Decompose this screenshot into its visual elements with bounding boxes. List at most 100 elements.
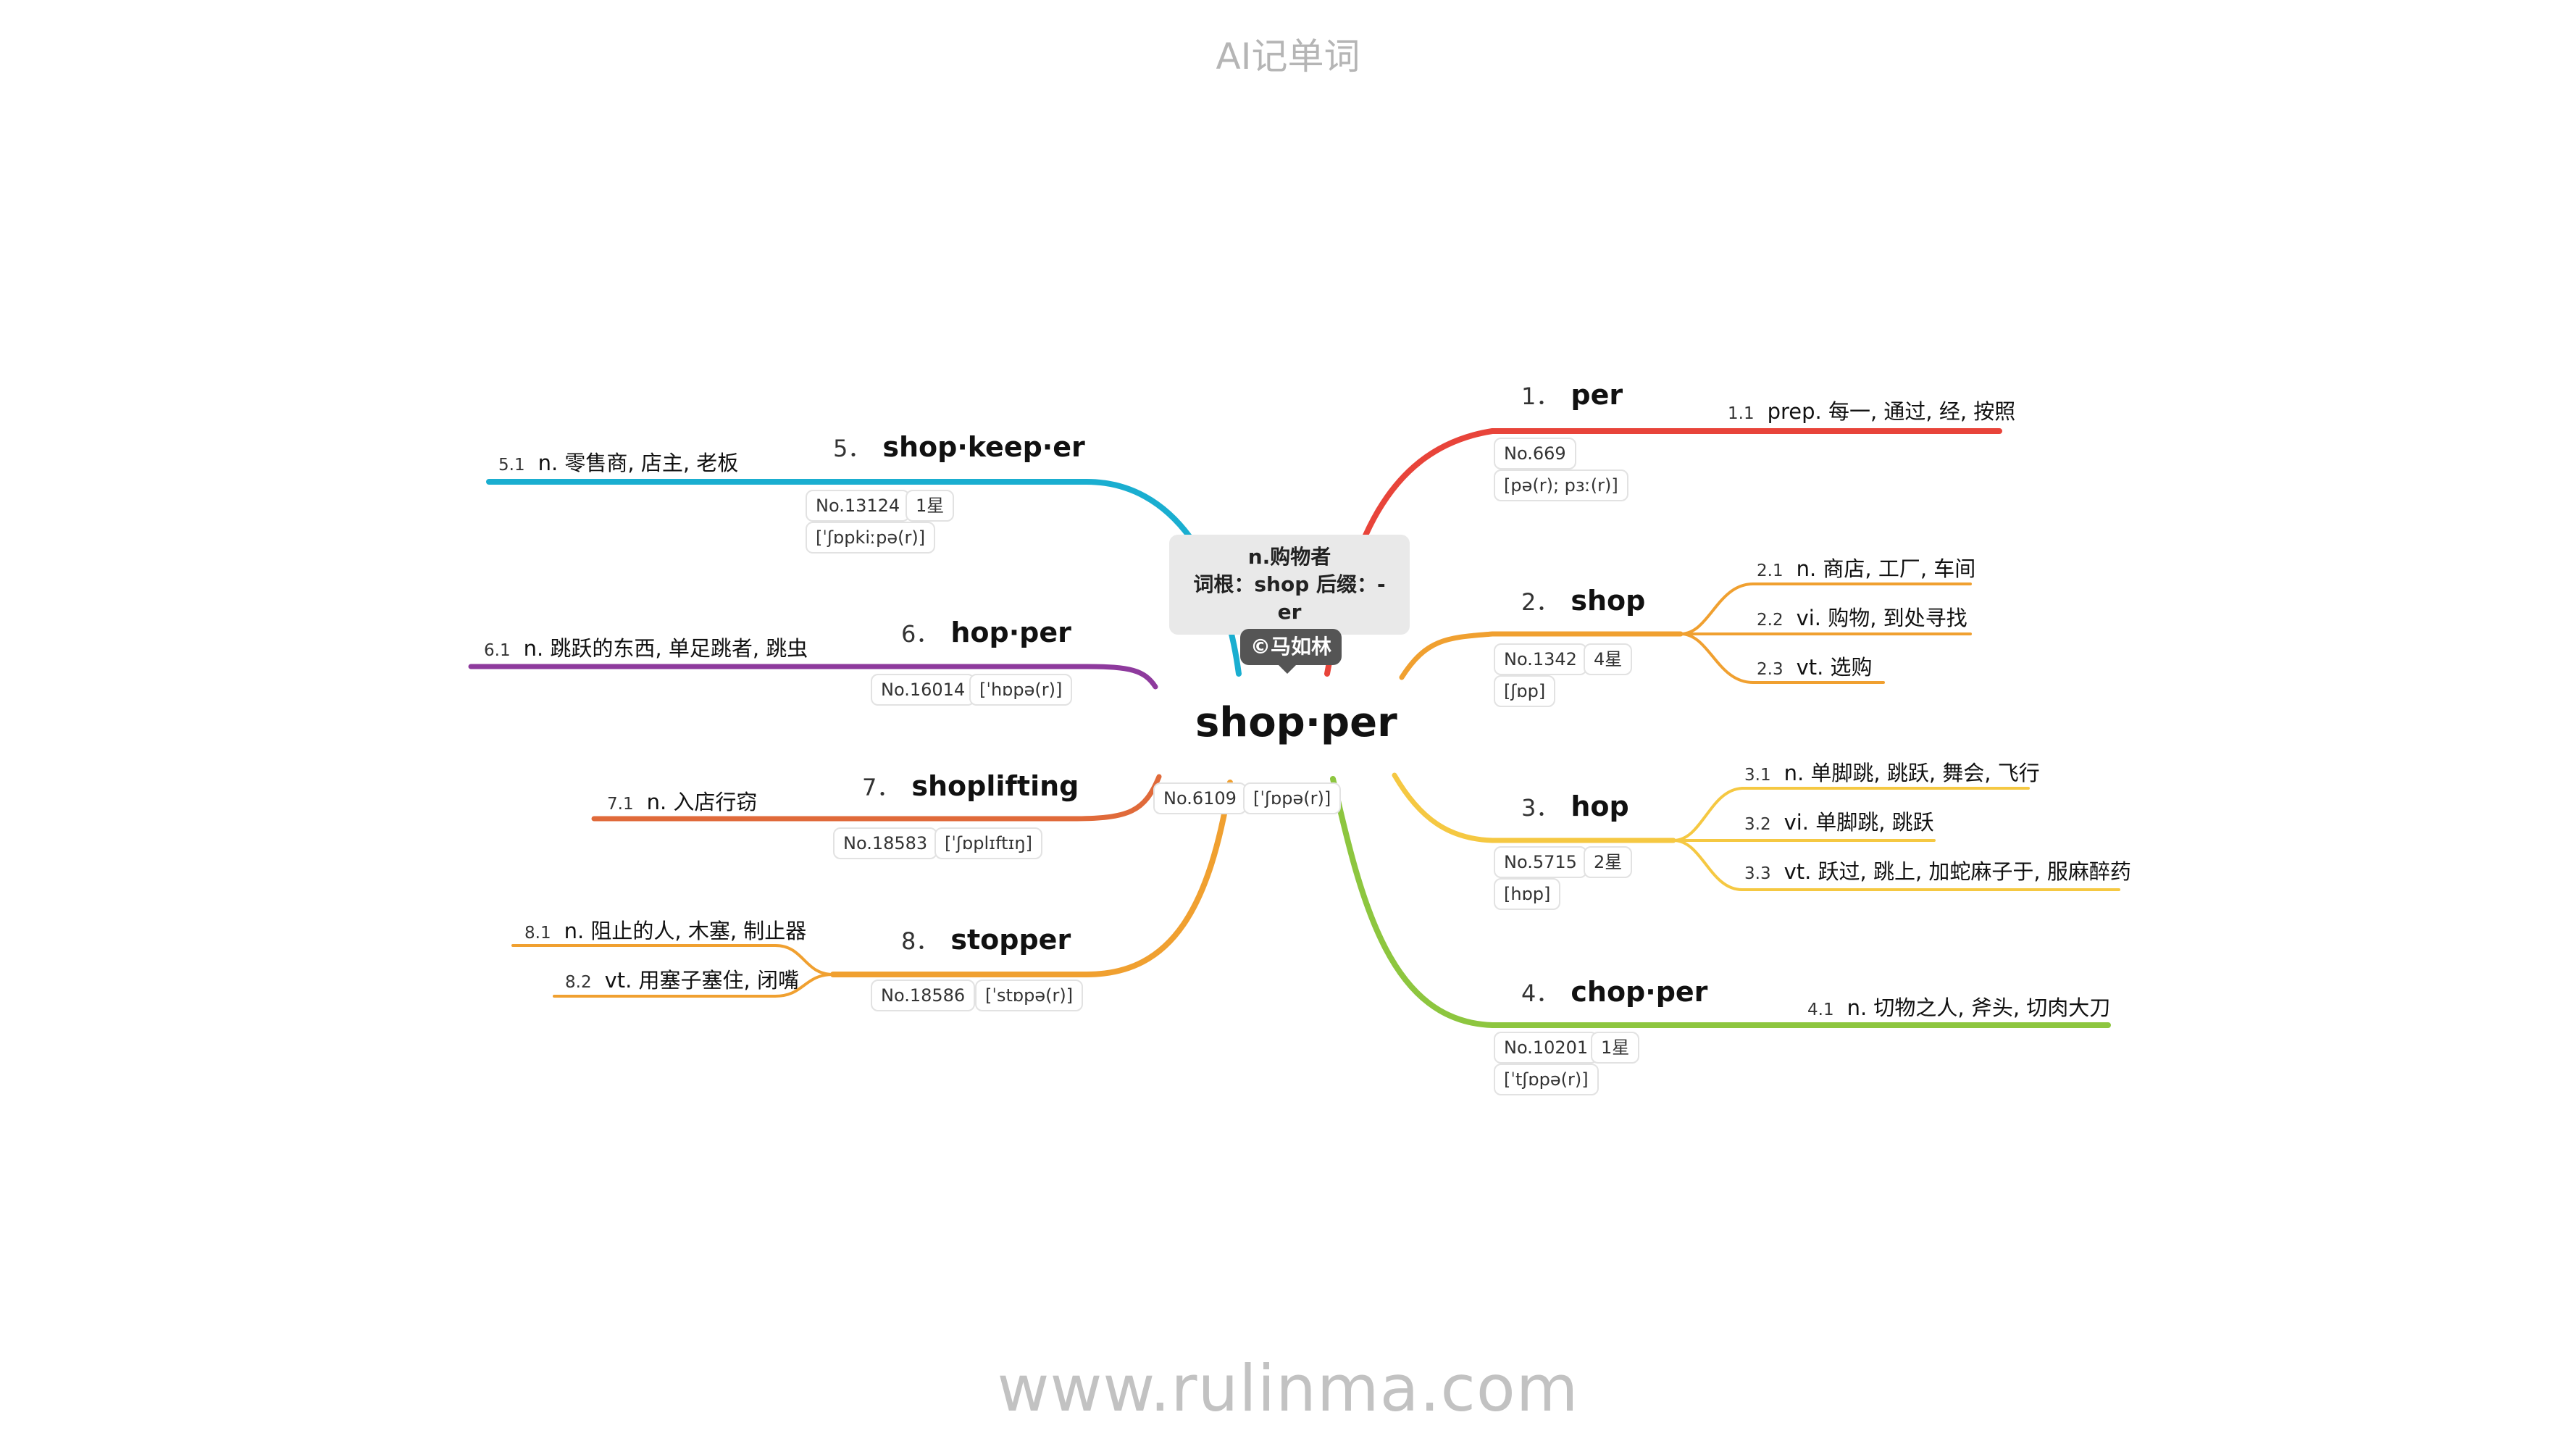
branch-2-def-1-number: 2.1 bbox=[1757, 561, 1783, 580]
branch-2-def-2-text: vi. 购物, 到处寻找 bbox=[1796, 606, 1967, 630]
branch-3-number-tag: No.5715 bbox=[1494, 846, 1587, 878]
branch-3-ipa-tag: [hɒp] bbox=[1494, 878, 1561, 910]
branch-8-word[interactable]: 8． stopper bbox=[901, 923, 1071, 956]
branch-4-word-text: chop·per bbox=[1571, 976, 1708, 1008]
center-ipa-tag: [ˈʃɒpə(r)] bbox=[1243, 782, 1342, 814]
branch-8-def-1-number: 8.1 bbox=[524, 924, 551, 943]
branch-2-def-1-text: n. 商店, 工厂, 车间 bbox=[1796, 556, 1976, 581]
branch-3-def-2-text: vi. 单脚跳, 跳跃 bbox=[1783, 810, 1934, 835]
branch-3-def-1-link bbox=[1672, 787, 2030, 842]
branch-6-number-tag: No.16014 bbox=[871, 674, 976, 706]
branch-7-number-tag: No.18583 bbox=[833, 827, 938, 859]
root-info-box: n.购物者 词根：shop 后缀：-er bbox=[1169, 535, 1410, 635]
branch-3-def-1-number: 3.1 bbox=[1744, 766, 1771, 785]
branch-1-def-1-text: prep. 每一, 通过, 经, 按照 bbox=[1767, 399, 2016, 424]
branch-3-def-3: 3.3 vt. 跃过, 跳上, 加蛇麻子于, 服麻醉药 bbox=[1744, 855, 2131, 885]
branch-1-def-1: 1.1 prep. 每一, 通过, 经, 按照 bbox=[1728, 395, 2015, 425]
branch-5-def-1: 5.1 n. 零售商, 店主, 老板 bbox=[498, 446, 738, 477]
branch-2-number-tag: No.1342 bbox=[1494, 643, 1587, 675]
branch-8-link bbox=[830, 780, 1233, 977]
branch-4-def-1: 4.1 n. 切物之人, 斧头, 切肉大刀 bbox=[1807, 991, 2110, 1022]
page-title: AI记单词 bbox=[1216, 36, 1360, 78]
branch-4-word[interactable]: 4． chop·per bbox=[1521, 975, 1707, 1009]
branch-5-word-text: shop·keep·er bbox=[882, 431, 1085, 463]
branch-7-ipa-tag: [ˈʃɒplɪftɪŋ] bbox=[934, 827, 1043, 859]
branch-5-star-tag: 1星 bbox=[906, 490, 955, 522]
branch-7-word-text: shoplifting bbox=[911, 770, 1079, 802]
branch-4-number: 4． bbox=[1521, 980, 1560, 1007]
branch-8-def-1-text: n. 阻止的人, 木塞, 制止器 bbox=[564, 919, 807, 943]
footer-website: www.rulinma.com bbox=[997, 1351, 1579, 1426]
branch-5-def-1-text: n. 零售商, 店主, 老板 bbox=[538, 451, 739, 475]
author-badge: ©马如林 bbox=[1240, 629, 1342, 665]
branch-6-def-1-text: n. 跳跃的东西, 单足跳者, 跳虫 bbox=[523, 636, 808, 661]
branch-5-number: 5． bbox=[833, 435, 871, 462]
branch-8-number: 8． bbox=[901, 927, 940, 955]
branch-7-number: 7． bbox=[862, 774, 900, 801]
branch-7-def-1-number: 7.1 bbox=[607, 795, 634, 814]
center-word: shop·per bbox=[1195, 699, 1397, 746]
branch-3-link bbox=[1392, 772, 1676, 843]
branch-1-number: 1． bbox=[1521, 383, 1560, 410]
center-number-tag: No.6109 bbox=[1153, 782, 1247, 814]
branch-8-word-text: stopper bbox=[950, 924, 1071, 956]
branch-3-word[interactable]: 3． hop bbox=[1521, 790, 1629, 823]
branch-3-def-1: 3.1 n. 单脚跳, 跳跃, 舞会, 飞行 bbox=[1744, 756, 2040, 787]
branch-2-number: 2． bbox=[1521, 588, 1560, 616]
branch-6-word[interactable]: 6． hop·per bbox=[901, 616, 1071, 649]
branch-5-def-1-number: 5.1 bbox=[498, 456, 525, 475]
branch-3-def-1-text: n. 单脚跳, 跳跃, 舞会, 飞行 bbox=[1783, 761, 2040, 785]
branch-3-def-2-number: 3.2 bbox=[1744, 815, 1771, 834]
branch-1-def-1-number: 1.1 bbox=[1728, 404, 1755, 423]
branch-5-ipa-tag: [ˈʃɒpkiːpə(r)] bbox=[806, 522, 936, 554]
branch-4-def-1-text: n. 切物之人, 斧头, 切肉大刀 bbox=[1847, 995, 2111, 1020]
branch-8-def-2-number: 8.2 bbox=[565, 973, 592, 992]
branch-8-def-1-link bbox=[511, 944, 835, 976]
branch-2-def-1: 2.1 n. 商店, 工厂, 车间 bbox=[1757, 552, 1975, 582]
branch-8-ipa-tag: [ˈstɒpə(r)] bbox=[975, 980, 1084, 1011]
branch-6-def-1: 6.1 n. 跳跃的东西, 单足跳者, 跳虫 bbox=[484, 632, 808, 662]
branch-1-word[interactable]: 1． per bbox=[1521, 378, 1623, 412]
author-badge-pointer bbox=[1279, 665, 1296, 674]
branch-6-number: 6． bbox=[901, 620, 940, 648]
branch-6-link bbox=[468, 664, 1158, 690]
branch-2-def-3-link bbox=[1679, 632, 1885, 684]
branch-2-star-tag: 4星 bbox=[1584, 643, 1633, 675]
branch-7-word[interactable]: 7． shoplifting bbox=[862, 769, 1079, 803]
branch-3-def-3-link bbox=[1672, 839, 2120, 891]
branch-2-def-2-number: 2.2 bbox=[1757, 611, 1783, 630]
branch-6-ipa-tag: [ˈhɒpə(r)] bbox=[969, 674, 1073, 706]
branch-8-def-2-link bbox=[553, 973, 835, 998]
branch-4-star-tag: 1星 bbox=[1591, 1032, 1640, 1064]
branch-2-word[interactable]: 2．shop bbox=[1521, 584, 1645, 617]
branch-1-word-text: per bbox=[1571, 379, 1623, 411]
branch-7-def-1: 7.1 n. 入店行窃 bbox=[607, 785, 757, 816]
branch-2-ipa-tag: [ʃɒp] bbox=[1494, 675, 1556, 707]
branch-8-number-tag: No.18586 bbox=[871, 980, 976, 1011]
center-roots: 词根：shop 后缀：-er bbox=[1193, 572, 1386, 624]
branch-4-ipa-tag: [ˈtʃɒpə(r)] bbox=[1494, 1064, 1599, 1095]
branch-3-number: 3． bbox=[1521, 794, 1560, 822]
branch-5-number-tag: No.13124 bbox=[806, 490, 911, 522]
branch-1-ipa-tag: [pə(r); pɜː(r)] bbox=[1494, 469, 1628, 501]
branch-3-star-tag: 2星 bbox=[1584, 846, 1633, 878]
branch-8-def-1: 8.1 n. 阻止的人, 木塞, 制止器 bbox=[524, 914, 806, 945]
branch-4-link bbox=[1330, 776, 2111, 1028]
branch-2-def-3-text: vt. 选购 bbox=[1796, 655, 1873, 680]
branch-7-def-1-text: n. 入店行窃 bbox=[646, 790, 758, 814]
branch-6-word-text: hop·per bbox=[950, 617, 1071, 648]
center-meaning: n.购物者 bbox=[1247, 545, 1331, 569]
branch-3-word-text: hop bbox=[1571, 790, 1629, 822]
branch-3-def-3-number: 3.3 bbox=[1744, 864, 1771, 883]
branch-4-def-1-number: 4.1 bbox=[1807, 1001, 1834, 1019]
branch-2-def-1-link bbox=[1679, 582, 1972, 635]
branch-6-def-1-number: 6.1 bbox=[484, 641, 511, 660]
branch-5-word[interactable]: 5． shop·keep·er bbox=[833, 430, 1085, 464]
branch-2-def-2: 2.2 vi. 购物, 到处寻找 bbox=[1757, 601, 1967, 632]
branch-3-def-3-text: vt. 跃过, 跳上, 加蛇麻子于, 服麻醉药 bbox=[1783, 859, 2131, 884]
branch-2-link bbox=[1399, 631, 1684, 680]
branch-4-number-tag: No.10201 bbox=[1494, 1032, 1599, 1064]
